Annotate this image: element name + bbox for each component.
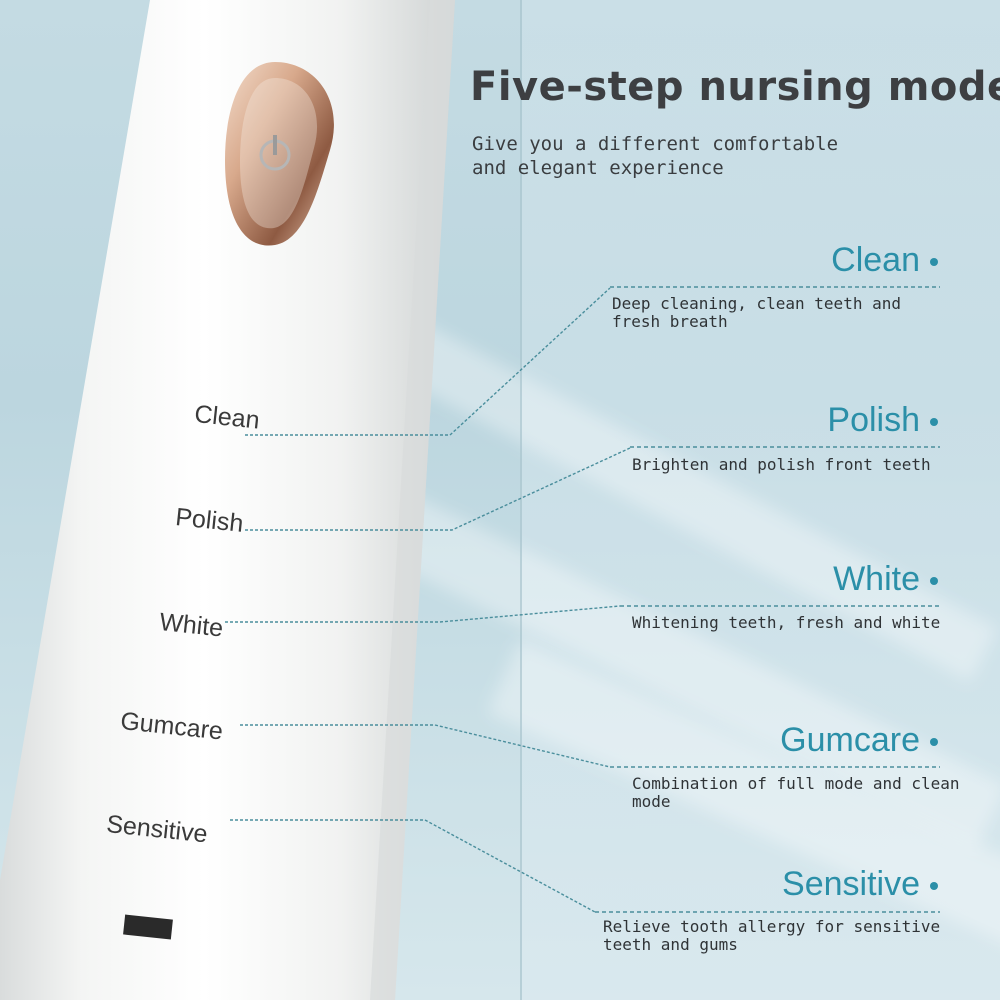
mode-name-polish: Polish [827,401,938,440]
leader-line-polish [245,447,631,531]
mode-name-text: Clean [831,241,920,279]
window-frame-line [520,0,522,1000]
leader-line-gumcare [240,724,611,768]
mode-desc-clean: Deep cleaning, clean teeth and fresh bre… [612,294,901,331]
mode-name-text: Sensitive [782,865,920,903]
mode-desc-sensitive: Relieve tooth allergy for sensitive teet… [603,917,941,954]
page-subtitle: Give you a different comfortable and ele… [472,133,839,179]
mode-name-gumcare: Gumcare [780,721,938,760]
leader-line-white [225,605,621,623]
mode-name-text: Gumcare [780,721,920,759]
bullet-dot [930,738,938,747]
bullet-dot [930,882,938,891]
power-icon [259,135,291,171]
mode-name-text: White [833,560,920,598]
mode-name-sensitive: Sensitive [782,865,938,904]
bullet-dot [930,258,938,267]
mode-name-text: Polish [827,401,920,439]
mode-name-clean: Clean [831,241,938,280]
mode-desc-white: Whitening teeth, fresh and white [632,613,941,632]
charging-port-icon [123,914,173,940]
mode-desc-gumcare: Combination of full mode and clean mode [632,774,960,811]
bullet-dot [930,577,938,586]
page-title: Five-step nursing model [470,64,1000,110]
mode-desc-polish: Brighten and polish front teeth [632,455,931,474]
background-wall [520,0,1000,1000]
leader-line-sensitive [230,819,596,913]
bullet-dot [930,418,938,427]
power-button[interactable] [225,62,334,246]
mode-name-white: White [833,560,938,599]
leader-line-clean [245,287,611,436]
